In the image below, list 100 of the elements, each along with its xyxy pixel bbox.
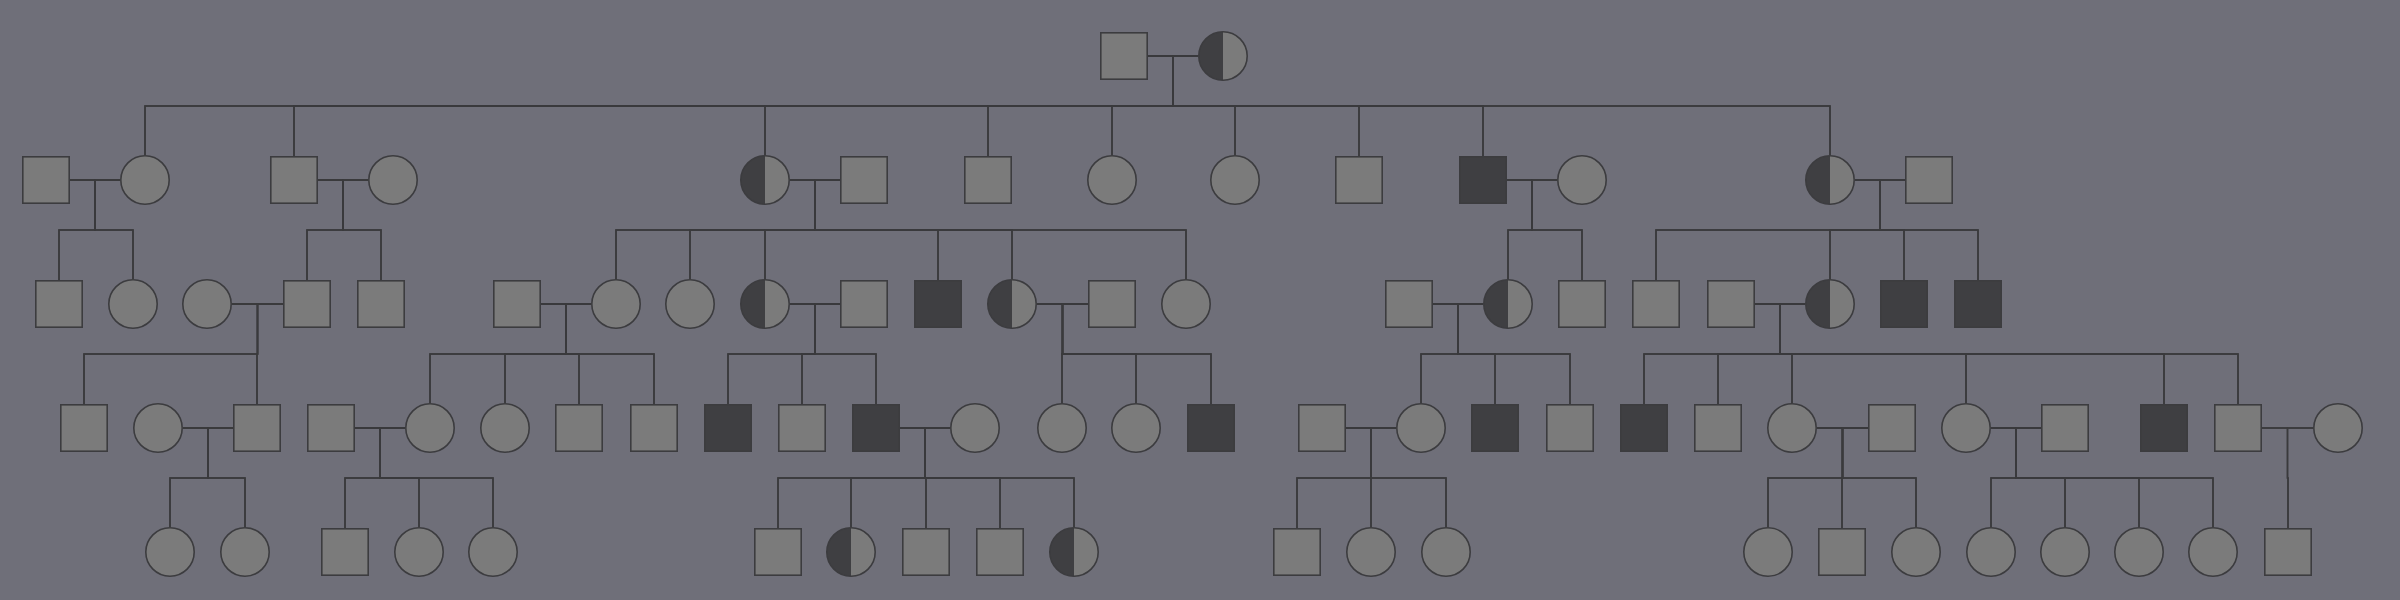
half-filled-circle-symbol [826,527,876,577]
square-symbol [1088,280,1136,328]
circle-symbol [480,403,530,453]
square-symbol [1298,404,1346,452]
circle-symbol [368,155,418,205]
circle-symbol [1941,403,1991,453]
half-filled-circle-symbol [1198,31,1248,81]
circle-symbol [120,155,170,205]
descent-line [207,427,246,528]
circle-symbol [1421,527,1471,577]
circle-symbol [1891,527,1941,577]
descent-line [342,179,382,281]
descent-line [1370,427,1447,528]
filled-square-symbol [914,280,962,328]
descent-line [94,179,134,280]
descent-line [565,303,655,405]
square-symbol [493,280,541,328]
square-symbol [22,156,70,204]
filled-square-symbol [1880,280,1928,328]
square-symbol [840,280,888,328]
square-symbol [307,404,355,452]
circle-symbol [133,403,183,453]
descent-line [1879,179,1979,281]
square-symbol [270,156,318,204]
half-filled-circle-symbol [987,279,1037,329]
circle-symbol [2040,527,2090,577]
square-symbol [1100,32,1148,80]
half-filled-circle-symbol [1483,279,1533,329]
descent-line [1457,303,1571,405]
square-symbol [1694,404,1742,452]
circle-symbol [1396,403,1446,453]
circle-symbol [1111,403,1161,453]
square-symbol [35,280,83,328]
square-symbol [357,280,405,328]
circle-symbol [145,527,195,577]
square-symbol [1868,404,1916,452]
descent-line [814,303,877,405]
square-symbol [902,528,950,576]
circle-symbol [108,279,158,329]
circle-symbol [591,279,641,329]
descent-line [256,303,284,405]
circle-symbol [182,279,232,329]
square-symbol [964,156,1012,204]
circle-symbol [1966,527,2016,577]
half-filled-circle-symbol [1049,527,1099,577]
square-symbol [1632,280,1680,328]
half-filled-circle-symbol [1805,279,1855,329]
square-symbol [321,528,369,576]
square-symbol [60,404,108,452]
square-symbol [840,156,888,204]
square-symbol [1546,404,1594,452]
circle-symbol [468,527,518,577]
square-symbol [2264,528,2312,576]
square-symbol [1385,280,1433,328]
circle-symbol [1743,527,1793,577]
filled-square-symbol [1954,280,2002,328]
filled-square-symbol [1471,404,1519,452]
half-filled-circle-symbol [740,279,790,329]
circle-symbol [2313,403,2363,453]
square-symbol [1273,528,1321,576]
descent-line [2286,427,2314,529]
circle-symbol [405,403,455,453]
filled-square-symbol [1459,156,1507,204]
descent-line [1531,179,1583,281]
descent-line [379,427,494,528]
square-symbol [1335,156,1383,204]
circle-symbol [2114,527,2164,577]
square-symbol [2214,404,2262,452]
square-symbol [233,404,281,452]
filled-square-symbol [1187,404,1235,452]
circle-symbol [1767,403,1817,453]
circle-symbol [1210,155,1260,205]
square-symbol [1905,156,1953,204]
filled-square-symbol [704,404,752,452]
circle-symbol [2188,527,2238,577]
half-filled-circle-symbol [1805,155,1855,205]
circle-symbol [1557,155,1607,205]
square-symbol [2041,404,2089,452]
filled-square-symbol [2140,404,2188,452]
square-symbol [630,404,678,452]
square-symbol [555,404,603,452]
square-symbol [1818,528,1866,576]
square-symbol [1558,280,1606,328]
square-symbol [754,528,802,576]
descent-line [1841,427,1917,528]
half-filled-circle-symbol [740,155,790,205]
circle-symbol [220,527,270,577]
circle-symbol [1161,279,1211,329]
filled-square-symbol [852,404,900,452]
square-symbol [778,404,826,452]
square-symbol [976,528,1024,576]
circle-symbol [1037,403,1087,453]
square-symbol [283,280,331,328]
circle-symbol [665,279,715,329]
circle-symbol [1346,527,1396,577]
filled-square-symbol [1620,404,1668,452]
circle-symbol [950,403,1000,453]
circle-symbol [394,527,444,577]
circle-symbol [1087,155,1137,205]
square-symbol [1707,280,1755,328]
